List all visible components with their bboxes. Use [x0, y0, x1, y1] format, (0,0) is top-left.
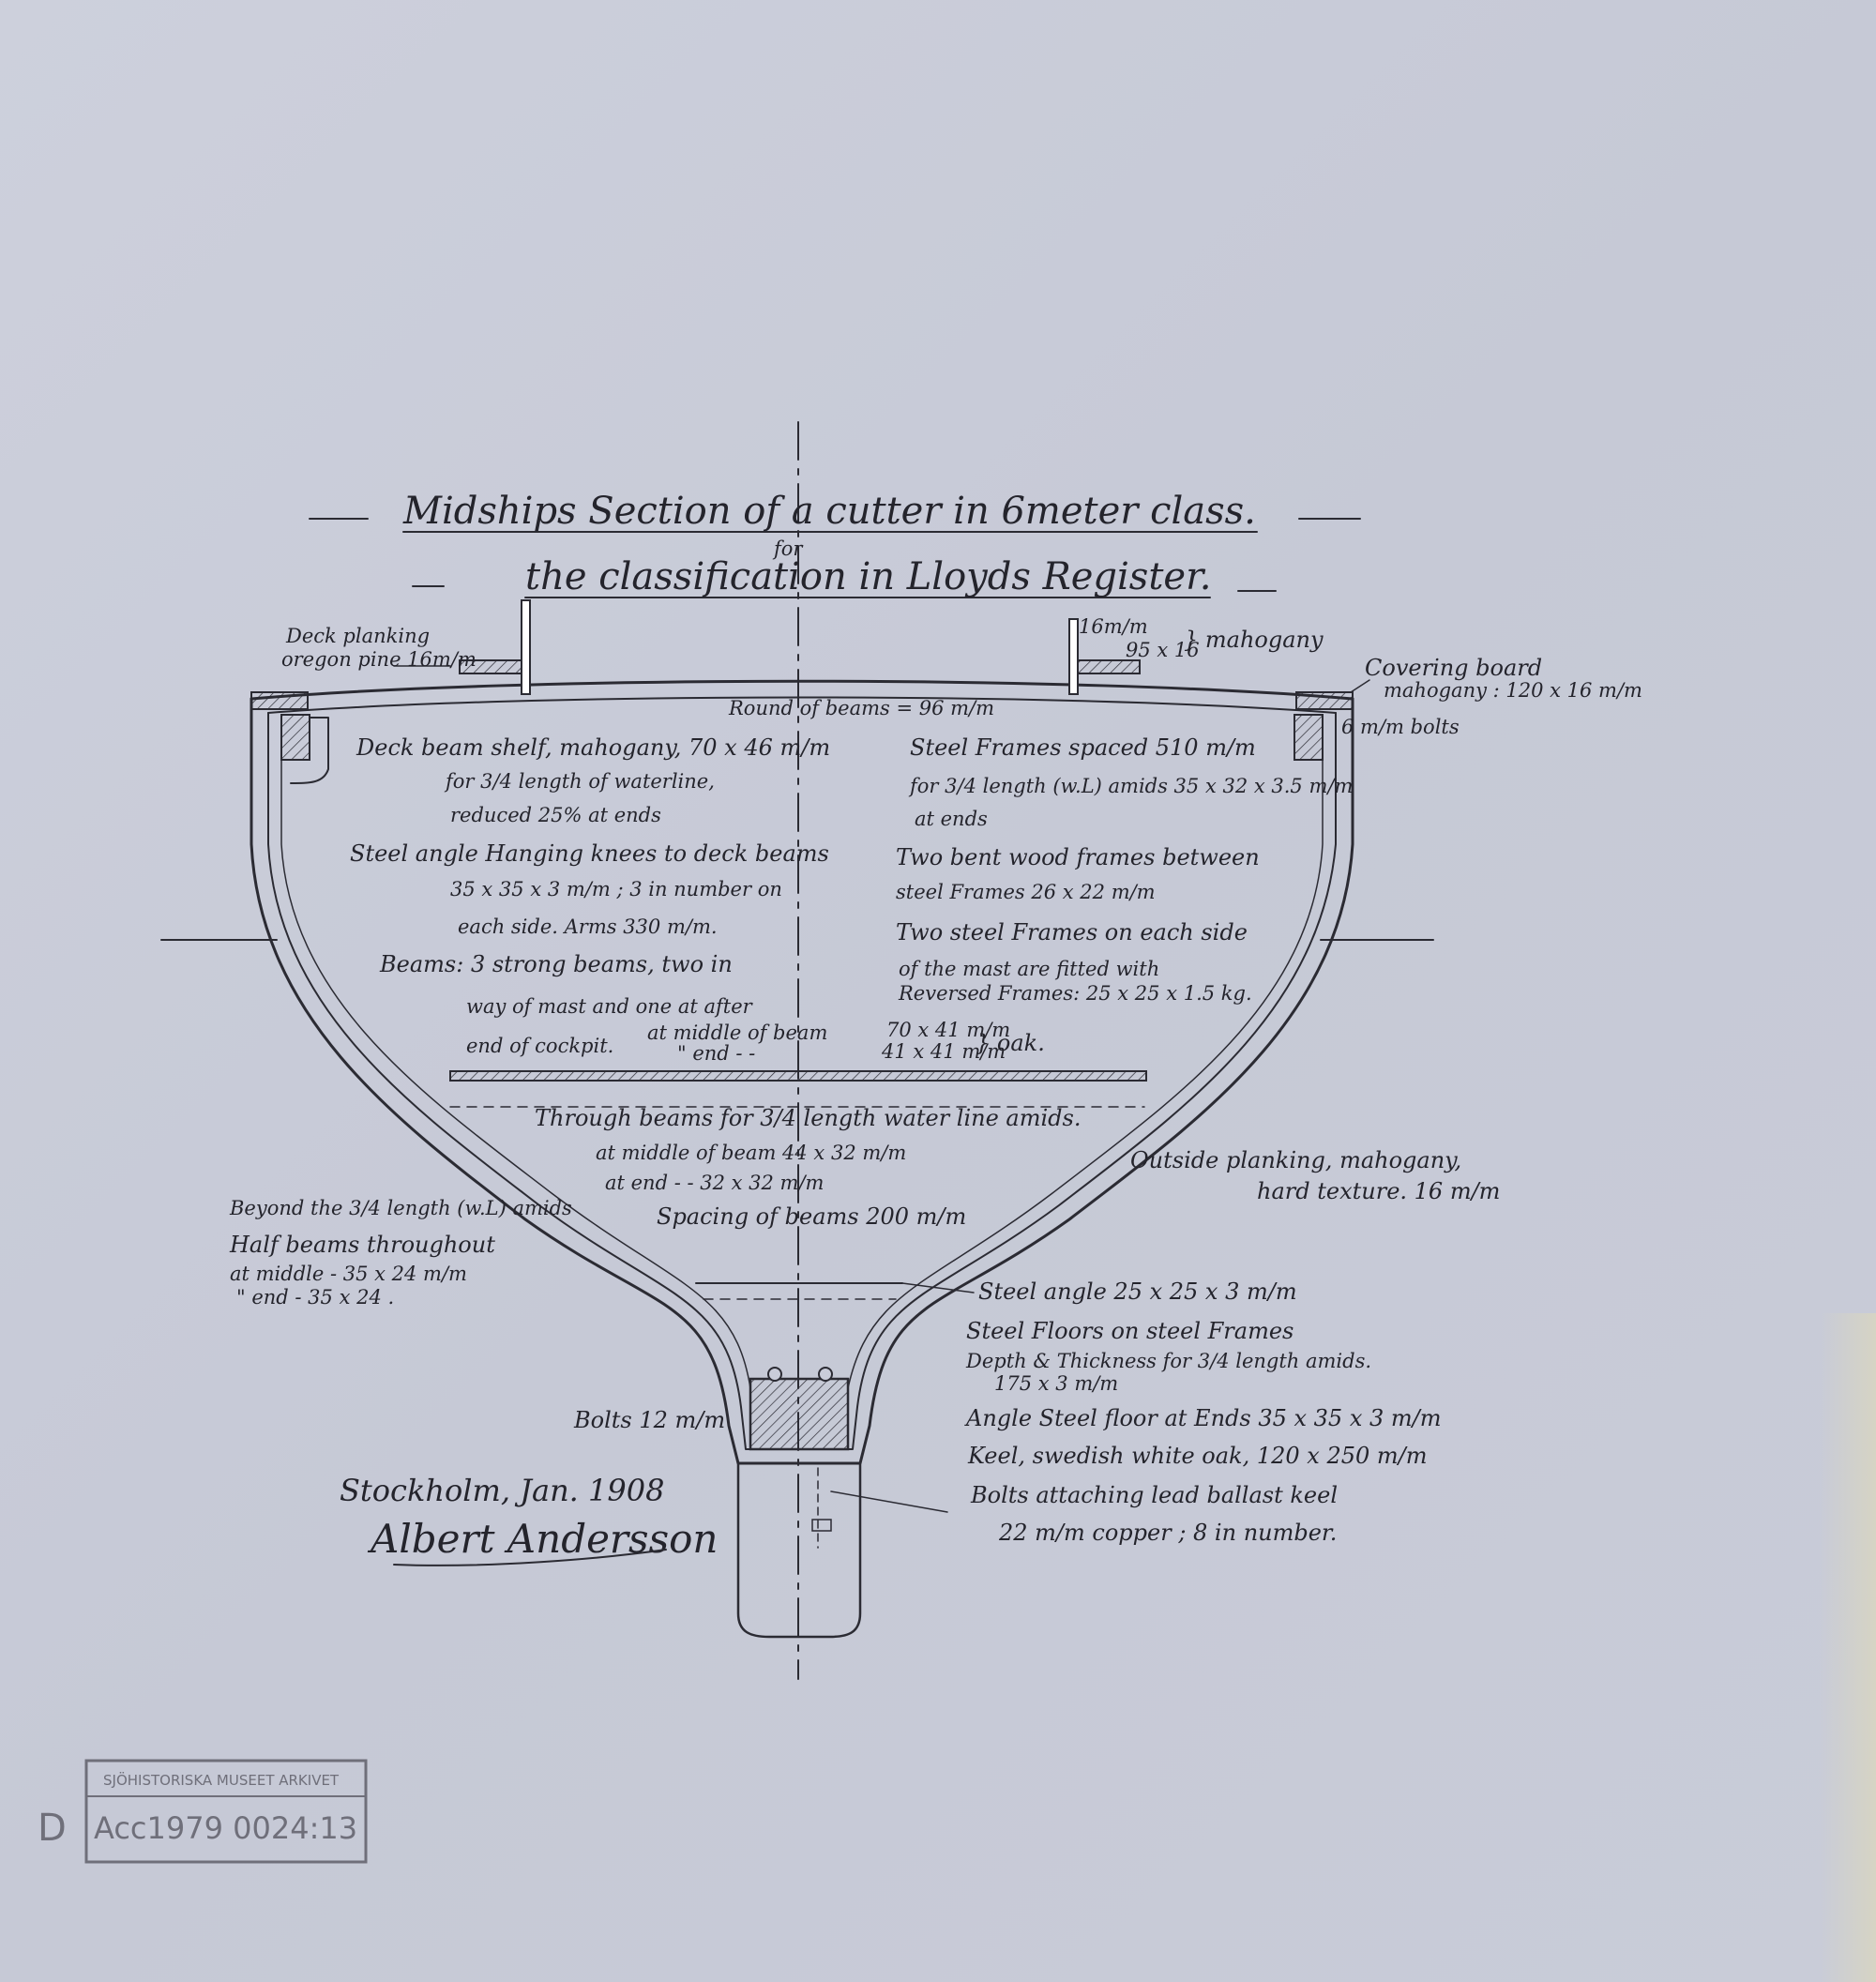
depth-thickness-value: 175 x 3 m/m: [994, 1372, 1118, 1395]
beams-label-4: at middle of beam: [647, 1021, 827, 1044]
signature-name: Albert Andersson: [367, 1516, 718, 1562]
outside-planking-label-1: Outside planking, mahogany,: [1130, 1147, 1461, 1173]
archive-stamp-border: [84, 1759, 368, 1864]
frames-label-5: steel Frames 26 x 22 m/m: [896, 881, 1156, 903]
ballast-bolt-nut: [811, 1519, 832, 1532]
stamp-heading: SJÖHISTORISKA MUSEET ARKIVET: [103, 1771, 340, 1789]
beyond-label-2: Half beams throughout: [229, 1232, 495, 1258]
beams-oak-label: } oak.: [976, 1030, 1045, 1056]
depth-thickness-label: Depth & Thickness for 3/4 length amids.: [965, 1350, 1371, 1372]
steel-frame-line: [280, 721, 751, 1389]
knees-label-3: each side. Arms 330 m/m.: [458, 915, 718, 938]
deck-underside: [267, 696, 1337, 714]
deck-beam-shelf-right: [1294, 714, 1324, 761]
leader-covering-board: [1350, 679, 1370, 693]
shelf-label-3: reduced 25% at ends: [450, 804, 661, 826]
keel-label: Keel, swedish white oak, 120 x 250 m/m: [967, 1443, 1427, 1469]
steel-angle-label: Steel angle 25 x 25 x 3 m/m: [978, 1278, 1297, 1305]
beyond-label-1: Beyond the 3/4 length (w.L) amids: [229, 1197, 572, 1219]
deck-beam-shelf-left: [280, 714, 310, 761]
steel-floors-label: Steel Floors on steel Frames: [966, 1318, 1294, 1344]
deck-plank-left: [459, 659, 522, 674]
frames-label-2: for 3/4 length (w.L) amids 35 x 32 x 3.5…: [908, 775, 1353, 797]
deck-planking-spec: oregon pine 16m/m: [281, 648, 477, 671]
covering-board-left: [250, 691, 309, 710]
stamp-letter: D: [38, 1807, 67, 1850]
shelf-label-2: for 3/4 length of waterline,: [444, 770, 715, 793]
round-of-beams-label: Round of beams = 96 m/m: [728, 697, 994, 719]
coaming-right: [1068, 618, 1079, 695]
lead-ballast-keel: [736, 1461, 862, 1639]
signature-flourish: [393, 1549, 667, 1566]
coaming-left: [521, 599, 531, 695]
frames-label-1: Steel Frames spaced 510 m/m: [910, 734, 1256, 761]
leader-ballast-bolt: [830, 1490, 948, 1513]
keel-bolt-right: [818, 1367, 833, 1382]
beams-label-2: way of mast and one at after: [466, 995, 754, 1018]
through-beams-label-1: Through beams for 3/4 length water line …: [535, 1105, 1081, 1131]
oak-keel: [749, 1377, 850, 1451]
angle-steel-floor-label: Angle Steel floor at Ends 35 x 35 x 3 m/…: [964, 1405, 1442, 1431]
frames-label-6: Two steel Frames on each side: [896, 919, 1248, 946]
ballast-bolts-label: Bolts attaching lead ballast keel: [970, 1482, 1338, 1508]
ballast-bolts-spec: 22 m/m copper ; 8 in number.: [998, 1520, 1337, 1546]
beams-label-1: Beams: 3 strong beams, two in: [379, 951, 733, 977]
deck-planking-label: Deck planking: [285, 625, 430, 647]
outside-planking-label-2: hard texture. 16 m/m: [1257, 1178, 1500, 1204]
beams-label-3: end of cockpit.: [466, 1035, 613, 1057]
frames-label-3: at ends: [915, 808, 988, 830]
knees-label-1: Steel angle Hanging knees to deck beams: [350, 840, 829, 867]
deck-plank-right: [1077, 659, 1141, 674]
knees-label-2: 35 x 35 x 3 m/m ; 3 in number on: [450, 878, 782, 900]
paper-edge-discoloration: [1820, 1313, 1876, 1982]
frames-label-4: Two bent wood frames between: [896, 844, 1260, 870]
steel-frame-line-right: [847, 721, 1324, 1389]
spacing-label: Spacing of beams 200 m/m: [657, 1203, 966, 1230]
title-line2: for: [772, 537, 804, 560]
mast-16-label: 16m/m: [1079, 615, 1148, 638]
hanging-knee-left: [290, 717, 329, 784]
deck-top: [250, 679, 1354, 701]
beyond-label-4: " end - 35 x 24 .: [236, 1286, 394, 1309]
title-line1: Midships Section of a cutter in 6meter c…: [402, 490, 1256, 533]
beyond-label-3: at middle - 35 x 24 m/m: [230, 1263, 467, 1285]
through-beam: [449, 1070, 1147, 1082]
through-beams-label-3: at end - - 32 x 32 m/m: [605, 1172, 824, 1194]
frames-label-8: Reversed Frames: 25 x 25 x 1.5 kg.: [898, 982, 1252, 1005]
keel-bolt-left: [767, 1367, 782, 1382]
mahogany-label: } mahogany: [1184, 627, 1324, 653]
place-date: Stockholm, Jan. 1908: [340, 1473, 664, 1508]
beams-label-5: " end - -: [677, 1042, 755, 1065]
covering-board-spec: mahogany : 120 x 16 m/m: [1384, 679, 1642, 702]
beams-label-6: 70 x 41 m/m: [886, 1019, 1010, 1041]
title-line3: the classification in Lloyds Register.: [525, 555, 1212, 598]
leader-steel-angle: [901, 1282, 975, 1294]
stamp-number: Acc1979 0024:13: [94, 1810, 357, 1846]
frames-label-7: of the mast are fitted with: [899, 958, 1159, 980]
through-beams-label-2: at middle of beam 44 x 32 m/m: [596, 1142, 906, 1164]
covering-board-label: Covering board: [1365, 655, 1542, 681]
shelf-label-1: Deck beam shelf, mahogany, 70 x 46 m/m: [356, 734, 830, 761]
beams-label-7: 41 x 41 m/m: [881, 1040, 1006, 1063]
covering-board-right: [1295, 691, 1354, 710]
mast-95-label: 95 x 16: [1126, 639, 1200, 661]
bolts-12-label: Bolts 12 m/m: [573, 1407, 725, 1433]
bolts-6-label: 6 m/m bolts: [1341, 716, 1460, 738]
hull-outer-shell: [250, 697, 1354, 1465]
